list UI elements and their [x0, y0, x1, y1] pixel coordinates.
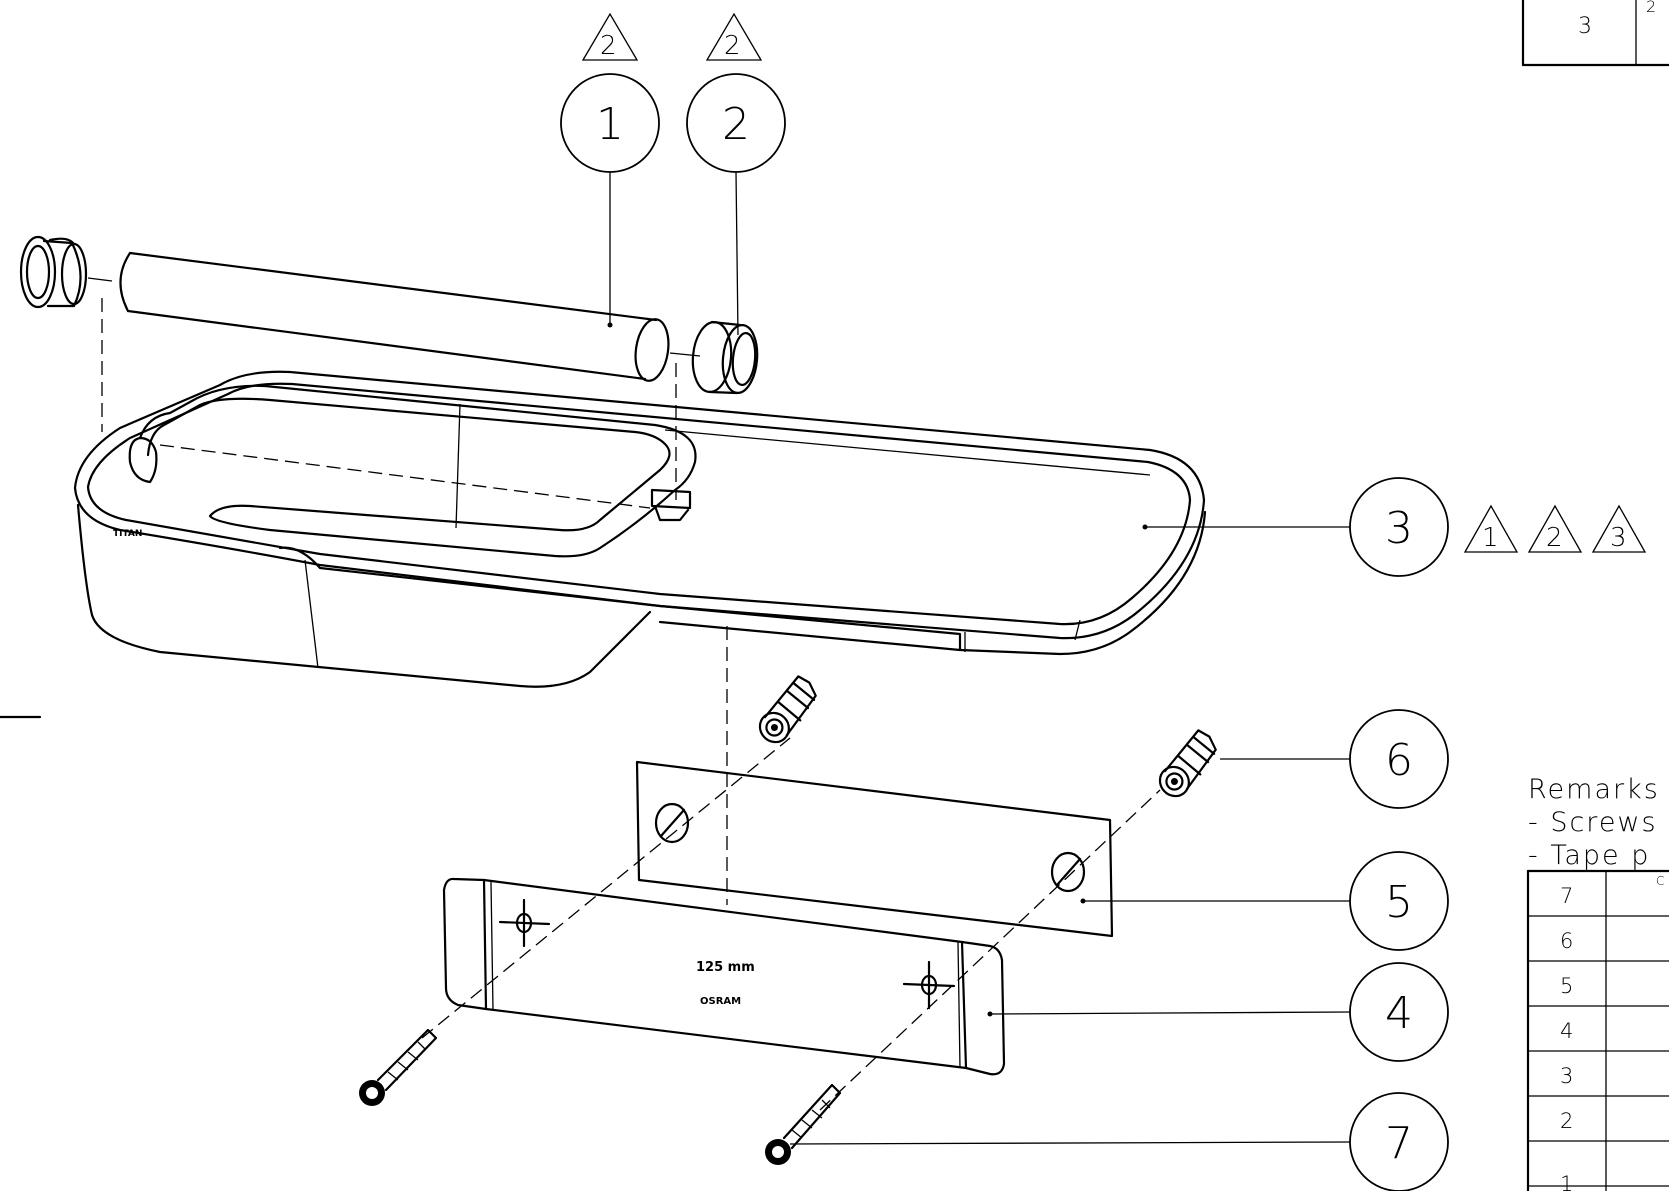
svg-text:2: 2: [722, 99, 750, 150]
remarks-block: Remarks - Screws - Tape p: [1528, 774, 1660, 871]
end-cap-left: [19, 235, 88, 309]
svg-text:6: 6: [1385, 735, 1413, 786]
bracket-brand-marking: OSRAM: [700, 996, 741, 1007]
callout-balloon-2: 2: [686, 73, 786, 173]
leader-dot-1: [607, 322, 613, 328]
remarks-line-2: - Tape p: [1528, 840, 1650, 871]
remarks-title: Remarks: [1528, 774, 1660, 805]
callout-balloon-1: 1: [560, 73, 660, 173]
mounting-bracket-part: 125 mm OSRAM: [442, 877, 1006, 1076]
revision-table-cell-right: 2: [1646, 0, 1656, 16]
tube-part: [119, 251, 670, 382]
svg-text:3: 3: [1610, 523, 1627, 553]
housing-logo-marking: TITAN: [113, 529, 142, 539]
tape-part: [635, 760, 1114, 938]
bracket-dimension-marking: 125 mm: [696, 960, 755, 975]
bracket-screw-hole-right: [902, 960, 956, 1010]
housing-part: TITAN: [73, 370, 1207, 688]
revision-table-fragment: 3 2: [1521, 0, 1669, 67]
table-header-partial: C: [1656, 874, 1664, 888]
end-cap-right: [691, 320, 759, 395]
bracket-screw-hole-left: [498, 898, 551, 948]
revision-marker-part-1: 2: [581, 12, 639, 61]
revision-table-cell-left: 3: [1578, 14, 1592, 39]
svg-text:2: 2: [600, 31, 617, 61]
leader-line-7: [789, 1141, 1351, 1145]
table-row: 7: [1560, 884, 1573, 908]
svg-text:7: 7: [1385, 1118, 1413, 1169]
table-row: 3: [1560, 1064, 1573, 1088]
callout-balloon-3: 3: [1349, 477, 1449, 577]
callout-balloon-5: 5: [1349, 851, 1449, 951]
wall-plug-right: [1158, 729, 1217, 798]
callout-balloon-7: 7: [1349, 1092, 1449, 1191]
parts-list-table: 7 6 5 4 3 2 1 C: [1526, 869, 1669, 1191]
revision-marker-part-2: 2: [705, 12, 763, 61]
svg-text:2: 2: [724, 31, 741, 61]
revision-markers-part-3: 1 2 3: [1463, 504, 1647, 553]
callout-balloon-4: 4: [1349, 962, 1449, 1062]
table-row: 1: [1560, 1172, 1573, 1191]
wall-plug-upper: [758, 675, 817, 744]
screw-left: [359, 1028, 438, 1106]
callout-balloon-6: 6: [1349, 709, 1449, 809]
leader-line-4: [989, 1011, 1351, 1015]
table-row: 6: [1560, 929, 1573, 953]
leader-line-2: [735, 171, 739, 336]
remarks-line-1: - Screws: [1528, 807, 1658, 838]
svg-text:4: 4: [1385, 988, 1413, 1039]
svg-text:2: 2: [1546, 523, 1563, 553]
screw-right: [765, 1083, 842, 1165]
table-row: 5: [1560, 974, 1573, 998]
svg-text:5: 5: [1385, 877, 1413, 928]
svg-text:3: 3: [1385, 503, 1413, 554]
table-row: 4: [1560, 1019, 1573, 1043]
svg-text:1: 1: [1482, 523, 1499, 553]
svg-text:1: 1: [596, 99, 624, 150]
table-row: 2: [1560, 1109, 1573, 1133]
